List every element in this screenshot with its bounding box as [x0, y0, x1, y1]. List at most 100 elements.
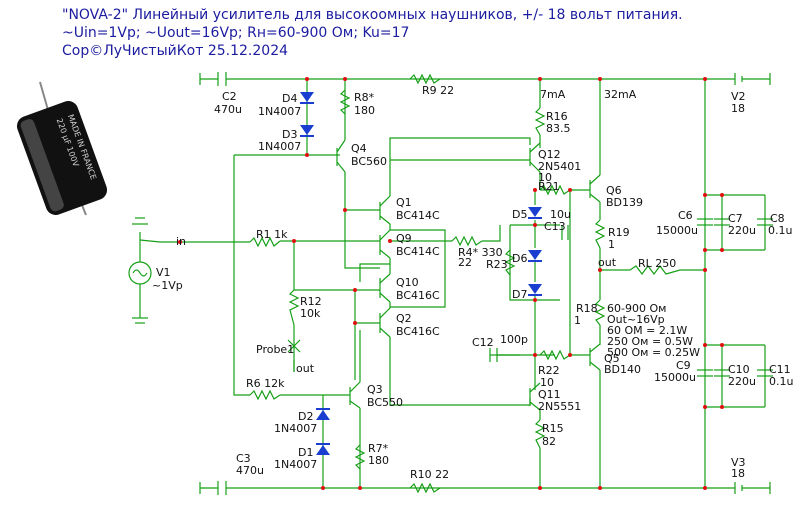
label-c7-value: 220u — [728, 224, 756, 237]
label-r15-value: 82 — [542, 435, 556, 448]
label-q10-value: BC416C — [396, 289, 440, 302]
label-d4: D4 — [282, 92, 297, 105]
d1 — [316, 445, 330, 455]
label-c9: C9 — [676, 359, 691, 372]
label-c8: C8 — [770, 212, 785, 225]
label-q3-value: BC550 — [367, 396, 403, 409]
label-q2: Q2 — [396, 312, 412, 325]
label-q4-value: BC560 — [351, 155, 387, 168]
label-d7: D7 — [512, 288, 527, 301]
r16 — [534, 107, 546, 136]
d6 — [528, 250, 542, 260]
label-r18: R18 — [576, 302, 598, 315]
label-c12: C12 — [472, 336, 494, 349]
label-probe: Probe1 — [256, 343, 294, 356]
label-v1-value: ~1Vp — [152, 279, 183, 292]
r10 — [409, 482, 441, 494]
resistors — [249, 73, 681, 494]
label-r4-value: 22 — [458, 256, 472, 269]
label-d5: D5 — [512, 208, 527, 221]
label-rl: RL 250 — [638, 257, 676, 270]
diodes — [300, 92, 542, 455]
label-r19-value: 1 — [608, 238, 615, 251]
label-d6: D6 — [512, 252, 527, 265]
label-q5-value: BD140 — [604, 363, 641, 376]
label-q10: Q10 — [396, 276, 419, 289]
r18 — [594, 299, 606, 326]
wires — [132, 72, 773, 495]
r19 — [594, 219, 606, 249]
label-c9-value: 15000u — [654, 371, 696, 384]
title-line-3: Cop©ЛуЧистыйКот 25.12.2024 — [62, 43, 289, 59]
junctions — [178, 77, 724, 490]
label-r8: R8* — [354, 91, 375, 104]
label-q5: Q5 — [604, 352, 620, 365]
label-c12-value: 100p — [500, 333, 528, 346]
r7 — [354, 444, 366, 470]
d5 — [528, 207, 542, 217]
load-note-5: 500 Ом = 0.25W — [607, 346, 700, 359]
r6 — [249, 389, 281, 401]
label-r12-value: 10k — [300, 307, 321, 320]
label-q3: Q3 — [367, 383, 383, 396]
label-d1: D1 — [298, 446, 313, 459]
r21 — [539, 184, 571, 196]
r15 — [534, 419, 546, 449]
title-line-1: "NOVA-2" Линейный усилитель для высокоом… — [62, 7, 683, 23]
label-c2: C2 — [222, 90, 237, 103]
label-q9: Q9 — [396, 232, 412, 245]
label-q11: Q11 — [538, 388, 561, 401]
label-q2-value: BC416C — [396, 325, 440, 338]
label-in: in — [176, 235, 186, 248]
label-v3-value: 18 — [731, 467, 745, 480]
load-note-2: Out~16Vp — [607, 313, 665, 326]
label-r4: R4* 330 — [458, 246, 503, 259]
label-c13: C13 — [544, 220, 566, 233]
label-c8-value: 0.1u — [768, 224, 792, 237]
label-c6: C6 — [678, 209, 693, 222]
label-c2-value: 470u — [214, 103, 242, 116]
label-r16-value: 83.5 — [546, 122, 571, 135]
label-r22-value: 10 — [540, 376, 554, 389]
label-r6: R6 12k — [246, 377, 285, 390]
label-d3: D3 — [282, 128, 297, 141]
label-c11-value: 0.1u — [769, 375, 793, 388]
label-r10: R10 22 — [410, 468, 449, 481]
label-q6-value: BD139 — [606, 196, 643, 209]
r22 — [539, 349, 571, 361]
r1 — [249, 236, 281, 248]
d7 — [528, 284, 542, 294]
title-line-2: ~Uin=1Vp; ~Uout=16Vp; Rн=60-900 Ом; Ku=1… — [62, 25, 410, 41]
label-q11-value: 2N5551 — [538, 400, 581, 413]
label-q4: Q4 — [351, 142, 367, 155]
label-q12-value-2: 10 — [538, 171, 552, 184]
capacitor-photo: 220 µF 100V MADE IN FRANCE — [16, 81, 108, 216]
label-c7: C7 — [728, 212, 743, 225]
label-r15: R15 — [542, 422, 564, 435]
label-r19: R19 — [608, 226, 630, 239]
rl — [629, 265, 681, 275]
label-r18-value: 1 — [574, 314, 581, 327]
label-c11: C11 — [769, 363, 791, 376]
load-note-1: 60-900 Ом — [607, 302, 666, 315]
page-title: "NOVA-2" Линейный усилитель для высокоом… — [62, 6, 683, 60]
label-d4-value: 1N4007 — [258, 105, 301, 118]
label-d2: D2 — [298, 410, 313, 423]
label-r12: R12 — [300, 295, 322, 308]
label-r16: R16 — [546, 110, 568, 123]
label-r7-value: 180 — [368, 454, 389, 467]
r9 — [409, 73, 441, 85]
label-d1-value: 1N4007 — [274, 458, 317, 471]
label-r1: R1 1k — [256, 228, 288, 241]
label-r22: R22 — [538, 364, 560, 377]
d3 — [300, 125, 314, 135]
r8 — [339, 89, 351, 115]
r23 — [504, 249, 516, 276]
label-c3: C3 — [236, 452, 251, 465]
r4 — [451, 235, 483, 247]
label-d3-value: 1N4007 — [258, 140, 301, 153]
label-c10-value: 220u — [728, 375, 756, 388]
label-q9-value: BC414C — [396, 245, 440, 258]
